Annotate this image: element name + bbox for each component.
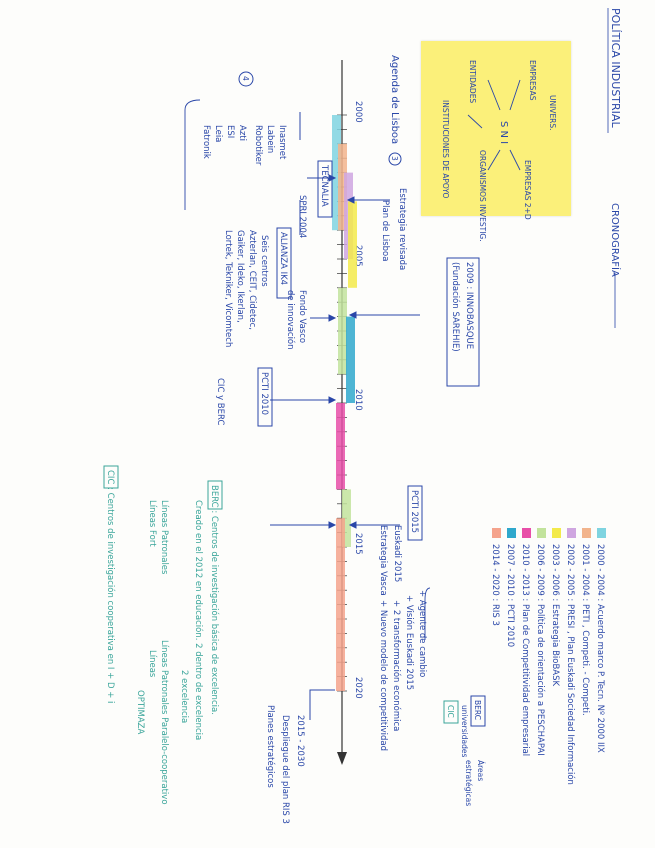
legend-label: 2003 - 2006 : Estrategia BioBASK — [550, 544, 560, 687]
pcti-note-1: + Agente de cambio — [417, 590, 427, 677]
tecnalia: TECNALIA — [319, 164, 329, 207]
cic-def: CIC : Centros de investigación cooperati… — [105, 470, 116, 703]
timeline-bar — [338, 143, 347, 231]
legend-item: 2014 - 2020 : RIS 3 — [490, 528, 501, 626]
list-left-3: Leia — [213, 125, 223, 142]
timeline-bars — [332, 115, 357, 691]
sticky-node-entidades: ENTIDADES — [468, 60, 477, 103]
list-left-2: ESI — [225, 125, 235, 138]
agenda-num: 3 — [390, 156, 399, 161]
legend-label: 2010 - 2013 : Plan de Competitividad emp… — [520, 544, 530, 756]
estrategia-revisada: Estrategia revisada — [397, 188, 407, 270]
pcti-2015: PCTI 2015 — [409, 490, 419, 533]
timeline-bar — [348, 201, 357, 288]
tecnalia-item-3: Robotiker — [253, 125, 263, 166]
cic-berc: CIC y BERC — [215, 378, 225, 425]
agenda-lisboa: Agenda de Lisboa — [389, 55, 400, 144]
legend-label: 2002 - 2005 : PRESI , Plan Euskadi Socie… — [565, 544, 576, 785]
legend-swatch — [537, 528, 546, 538]
legend-item: 2002 - 2005 : PRESI , Plan Euskadi Socie… — [565, 528, 576, 785]
alianza-item-4: Lortek, Tekniker, Vicomtech — [223, 230, 233, 347]
berc-def-2: Creado en el 2012 en educación. 2 dentro… — [193, 500, 204, 740]
y2030-plan: Despliegue del plan RIS 3 — [280, 715, 290, 824]
legend-item: 2000 - 2004 : Acuerdo marco P. Tecn. Nº … — [595, 528, 606, 753]
sticky-node-empresas: EMPRESAS — [528, 60, 537, 101]
berc-def: BERC : Centros de investigación básica d… — [209, 485, 220, 715]
list-left-1: Azti — [237, 125, 247, 141]
legend-label: 2007 - 2010 : PCTI 2010 — [505, 544, 515, 647]
lines-d: Líneas — [147, 650, 157, 678]
legend-label: 2001 - 2004 : PETI , Competi. - Competi. — [580, 544, 590, 716]
lines-b: Líneas Fort — [147, 500, 157, 547]
legend-swatch — [522, 528, 531, 538]
year-label: 2015 — [353, 533, 363, 555]
sticky-node-organismos: ORGANISMOS INVESTIG. — [478, 150, 487, 242]
page-title: POLÍTICA INDUSTRIAL — [609, 8, 622, 128]
tecnalia-item-2: Labein — [265, 125, 275, 153]
berc-def-3: 2 excelencia — [179, 670, 189, 723]
innobasque: 2009 : INNOBASQUE — [464, 262, 474, 349]
tecnalia-item-1: Inasmet — [277, 125, 287, 160]
pcti-note-2: + Visión Euskadi 2015 — [404, 595, 415, 690]
euskadi-2015: Euskadi 2015 — [392, 525, 402, 582]
areas: Áreas — [476, 760, 485, 781]
alianza-ik4: ALIANZA IK4 — [278, 232, 288, 285]
year-label: 2010 — [353, 389, 363, 411]
legend-item: 2010 - 2013 : Plan de Competitividad emp… — [520, 528, 531, 756]
pcti-2010: PCTI 2010 — [259, 372, 269, 415]
cic-label: CIC — [446, 705, 455, 718]
alianza-item-2: Azterlan, CEIT, Cidetec, — [247, 230, 257, 330]
sticky-node-univers: UNIVERS. — [548, 95, 557, 131]
sni-center: S N I — [498, 121, 509, 144]
estrategia-vasca: Estrategia Vasca — [378, 525, 388, 596]
legend-label: 2014 - 2020 : RIS 3 — [490, 544, 500, 626]
legend-label: 2006 - 2009 : Política de orientación a … — [535, 544, 546, 756]
legend-swatch — [597, 528, 606, 538]
y2030: 2015 - 2030 — [295, 715, 305, 767]
legend-item: 2007 - 2010 : PCTI 2010 — [505, 528, 516, 647]
legend-swatch — [552, 528, 561, 538]
num-4: 4 — [241, 76, 250, 81]
fondo-innovacion: de innovación — [285, 290, 296, 350]
legend: 2000 - 2004 : Acuerdo marco P. Tecn. Nº … — [490, 528, 606, 785]
timeline-bar — [346, 316, 355, 403]
timeline-bar — [342, 489, 351, 547]
spri-2004: SPRI 2004 — [297, 195, 307, 238]
lines-a: Líneas Patronales — [159, 500, 169, 575]
areas-estrategicas: estratégicas — [464, 760, 473, 806]
plan-lisboa: Plan de Lisboa — [380, 200, 390, 261]
berc-label: BERC — [473, 700, 482, 720]
list-left-4: Fatronik — [201, 125, 211, 159]
page-subtitle: CRONOGRAFÍA — [609, 203, 622, 277]
legend-item: 2001 - 2004 : PETI , Competi. - Competi. — [580, 528, 591, 716]
timeline-bar — [336, 403, 345, 490]
year-label: 2020 — [353, 677, 363, 699]
timeline-bar — [332, 115, 341, 231]
sticky-node-instituciones: INSTITUCIONES DE APOYO — [441, 100, 450, 199]
legend-swatch — [582, 528, 591, 538]
legend-item: 2006 - 2009 : Política de orientación a … — [535, 528, 546, 756]
legend-swatch — [567, 528, 576, 538]
legend-swatch — [507, 528, 516, 538]
lines-c: Líneas Patronales Paralelo-cooperativo — [159, 640, 169, 805]
y2030-planes: Planes estratégicos — [265, 705, 276, 788]
sticky-note — [421, 41, 571, 216]
fondo-vasco: Fondo Vasco — [297, 290, 307, 343]
sticky-node-empresas-id: EMPRESAS 2+D — [523, 160, 532, 220]
pcti-note-4: + Nuevo modelo de competitividad — [378, 600, 388, 751]
legend-swatch — [492, 528, 501, 538]
innobasque-sub: (Fundación SAREHIE) — [450, 262, 461, 352]
alianza-item-1: Seis centros — [259, 235, 269, 287]
timeline-bar — [338, 287, 347, 375]
alianza-item-3: Gaiker, Ideko, Ikerlan, — [235, 230, 245, 323]
lines-e: OPTIMAZA — [135, 690, 145, 734]
pcti-note-3: + 2 transformación económica — [391, 600, 402, 731]
legend-label: 2000 - 2004 : Acuerdo marco P. Tecn. Nº … — [595, 544, 605, 753]
timeline-bar — [336, 518, 345, 691]
berc-uni: universidades — [460, 705, 469, 757]
year-label: 2000 — [353, 101, 363, 123]
legend-item: 2003 - 2006 : Estrategia BioBASK — [550, 528, 561, 687]
year-label: 2005 — [353, 245, 363, 267]
